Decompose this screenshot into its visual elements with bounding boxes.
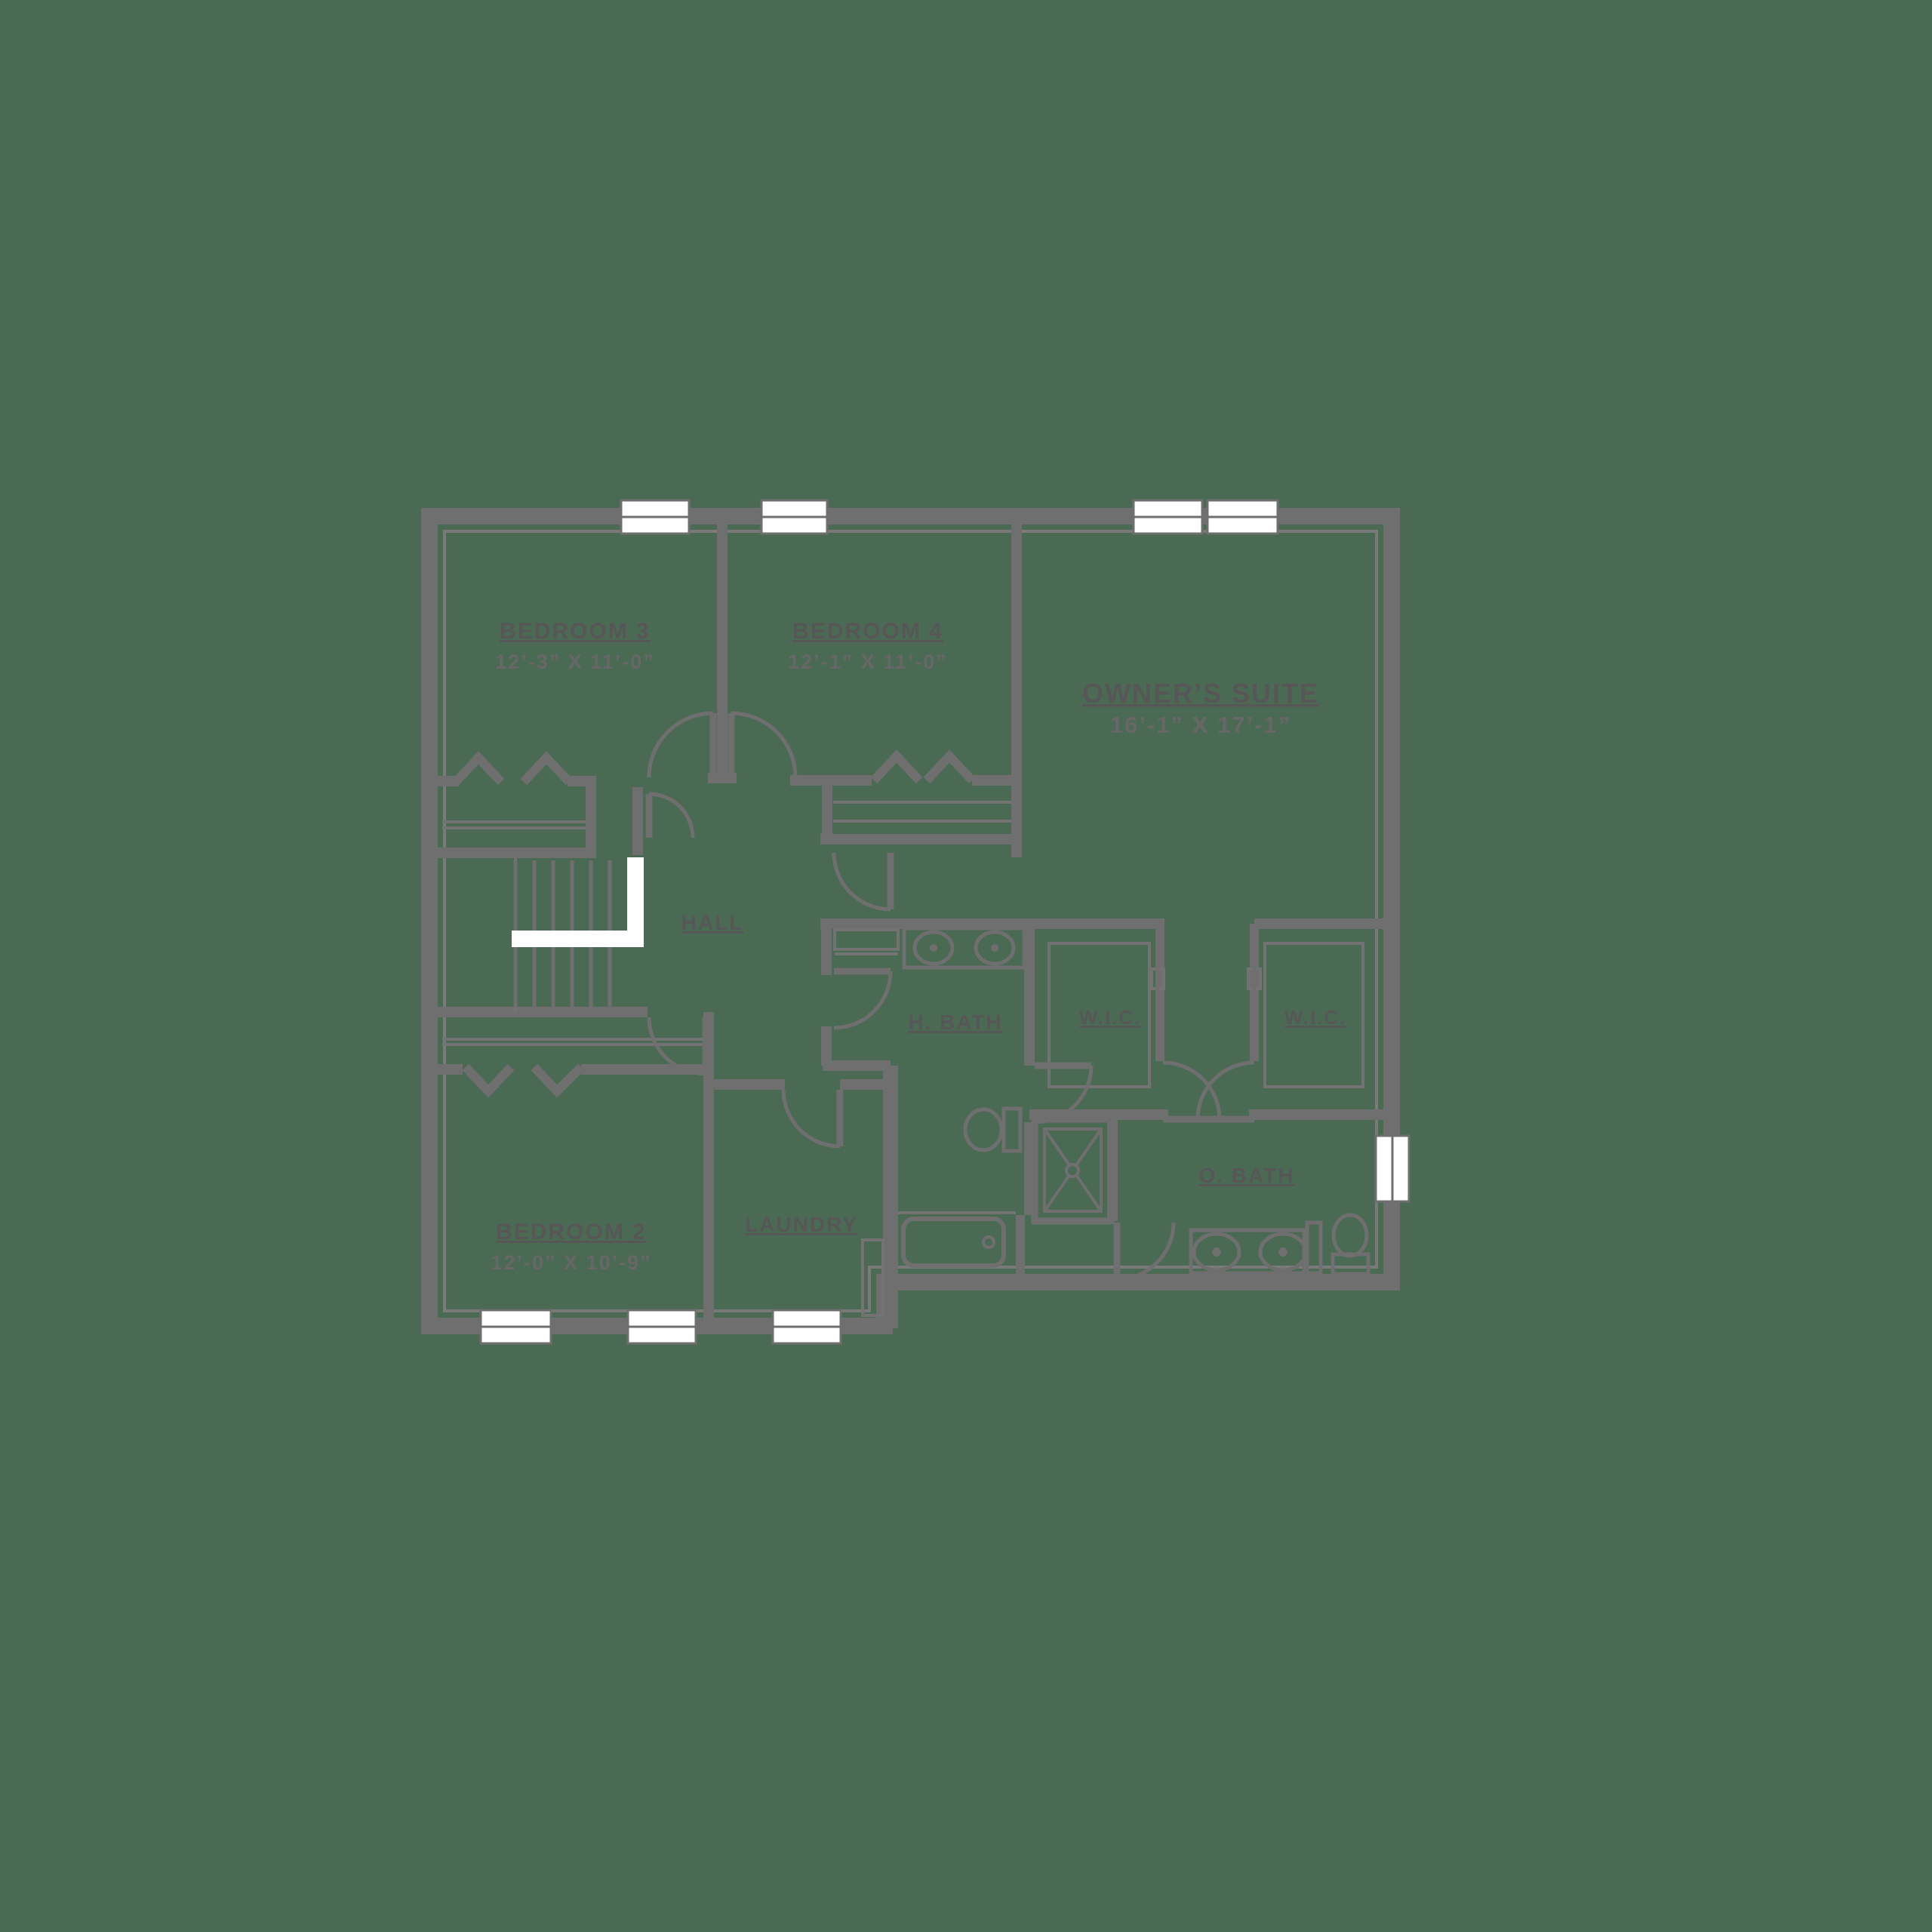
owners-suite-door (832, 852, 894, 912)
door-swings (645, 711, 1255, 1281)
staircase (512, 857, 644, 1007)
stair-railing-horizontal (512, 931, 644, 947)
window (1206, 499, 1279, 535)
bedroom2-closet-chevrons (462, 1063, 585, 1098)
o-bath-vanity (1189, 1220, 1323, 1275)
bedroom2-door (647, 1017, 709, 1076)
bathtub-symbol (901, 1217, 1006, 1268)
o-bath-door (1113, 1222, 1176, 1281)
h-bath-door (833, 968, 893, 1030)
h-bath-vanity (902, 926, 1026, 970)
toilet-symbol (1331, 1213, 1371, 1276)
stair-railing-vertical (627, 857, 644, 947)
toilet-symbol (963, 1106, 1023, 1153)
window (771, 1309, 842, 1345)
room-label-h-bath: H. BATH (908, 1011, 1002, 1034)
room-label-wic-left: W.I.C. (1079, 1006, 1142, 1029)
bedroom3-door (647, 711, 717, 778)
bedroom3-closet-chevrons (452, 751, 573, 786)
bath-fixtures (901, 926, 1371, 1276)
room-label-o-bath: O. BATH (1198, 1164, 1294, 1187)
stair-treads (513, 860, 612, 1007)
bedroom4-closet-shelf (833, 801, 1011, 823)
hall-vestibule-door (645, 792, 695, 838)
linen-shelf (833, 928, 900, 951)
laundry-door (781, 1089, 844, 1149)
shower-symbol (1031, 1115, 1115, 1225)
bedroom3-closet-shelf (442, 820, 586, 829)
room-labels: BEDROOM 3 12’-3” X 11’-0” BEDROOM 4 12’-… (491, 619, 1347, 1274)
wic-right-shelving (1263, 942, 1364, 1088)
window (479, 1309, 552, 1345)
window (1132, 499, 1204, 535)
room-label-laundry: LAUNDRY (745, 1213, 858, 1236)
sink-symbol (974, 930, 1016, 966)
closet-rod-chevrons (452, 749, 976, 1098)
bedroom4-closet-chevrons (870, 749, 976, 784)
laundry-nook (861, 1238, 884, 1317)
sink-symbol (1192, 1232, 1241, 1272)
windows (479, 499, 1411, 1345)
room-label-wic-right: W.I.C. (1284, 1006, 1347, 1029)
room-label-bedroom2: BEDROOM 2 (496, 1220, 647, 1244)
room-dimensions-bedroom4: 12’-1” X 11’-0” (788, 651, 948, 673)
window (1374, 1134, 1411, 1203)
window (626, 1309, 697, 1345)
room-label-bedroom3: BEDROOM 3 (500, 619, 651, 644)
exterior-walls (421, 508, 1400, 1334)
room-dimensions-bedroom2: 12’-0” X 10’-9” (491, 1251, 651, 1274)
bedroom2-closet-shelf (442, 1038, 703, 1046)
room-dimensions-owners-suite: 16’-1” X 17’-1” (1110, 712, 1291, 738)
room-label-owners-suite: OWNER’S SUITE (1082, 678, 1319, 709)
wic-right-door (1195, 1060, 1255, 1123)
window (760, 499, 829, 535)
bedroom4-door (728, 711, 798, 778)
room-label-hall: HALL (681, 911, 744, 934)
window (620, 499, 691, 535)
sink-symbol (912, 930, 955, 966)
wic-left-shelving (1048, 942, 1151, 1088)
room-dimensions-bedroom3: 12’-3” X 11’-0” (495, 651, 655, 673)
room-label-bedroom4: BEDROOM 4 (792, 619, 943, 644)
